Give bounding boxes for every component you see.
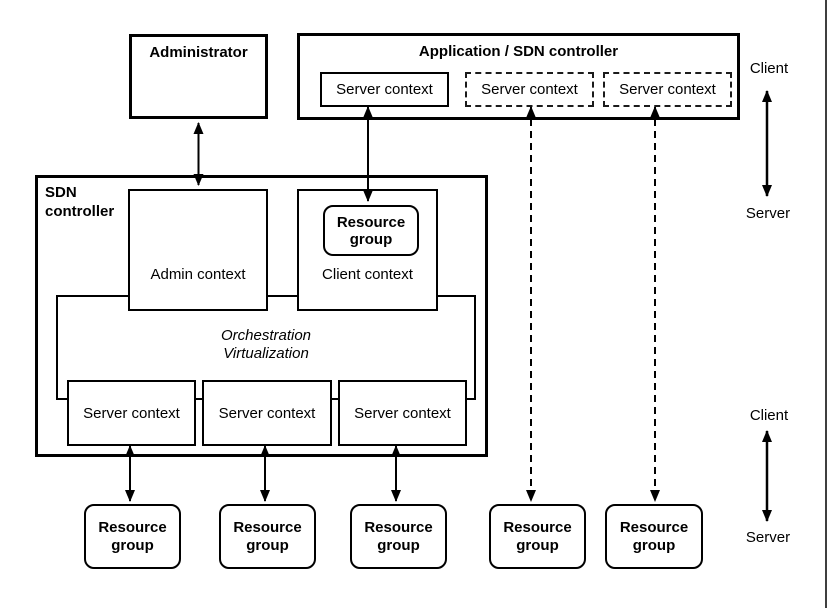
- resource-group-box-3: Resource group: [350, 504, 447, 569]
- client-resource-group-box: Resource group: [323, 205, 419, 256]
- resource-group-box-2: Resource group: [219, 504, 316, 569]
- resource-group-box-1: Resource group: [84, 504, 181, 569]
- server-label-bottom: Server: [745, 529, 791, 546]
- app-server-context-1: Server context: [320, 72, 449, 107]
- sdn-server-context-2: Server context: [202, 380, 332, 446]
- client-label-top: Client: [749, 60, 789, 77]
- application-title: Application / SDN controller: [418, 43, 619, 60]
- orchestration-label: Orchestration: [220, 327, 312, 344]
- client-context-label: Client context: [322, 266, 413, 283]
- page-border-rule: [825, 0, 827, 608]
- sdn-server-context-3: Server context: [338, 380, 467, 446]
- sdn-controller-label: SDN controller: [45, 184, 115, 220]
- application-sdn-controller-box: Application / SDN controller Server cont…: [297, 33, 740, 120]
- admin-context-label: Admin context: [150, 266, 246, 283]
- sdn-server-context-1: Server context: [67, 380, 196, 446]
- app-server-context-3-dashed: Server context: [603, 72, 732, 107]
- client-context-box: Resource group Client context: [297, 189, 438, 311]
- administrator-label: Administrator: [149, 44, 248, 61]
- app-server-context-2-dashed: Server context: [465, 72, 594, 107]
- virtualization-label: Virtualization: [223, 345, 309, 362]
- sdn-controller-box: SDN controller Orchestration Virtualizat…: [35, 175, 488, 457]
- resource-group-box-4: Resource group: [489, 504, 586, 569]
- admin-context-box: Admin context: [128, 189, 268, 311]
- administrator-box: Administrator: [129, 34, 268, 119]
- server-label-top: Server: [745, 205, 791, 222]
- resource-group-box-5: Resource group: [605, 504, 703, 569]
- client-label-bottom: Client: [749, 407, 789, 424]
